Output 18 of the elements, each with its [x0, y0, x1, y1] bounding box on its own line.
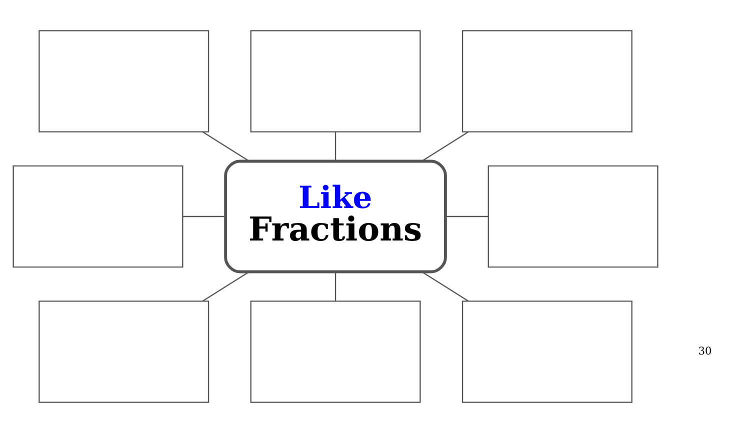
connector	[334, 132, 336, 161]
node-box	[462, 30, 632, 132]
connector	[445, 216, 488, 218]
node-box	[12, 165, 184, 268]
node-box	[250, 30, 421, 132]
node-box	[250, 300, 421, 403]
node-box	[488, 165, 658, 268]
node-box: Like Fractions	[224, 160, 447, 274]
connector	[422, 271, 469, 302]
node-box	[462, 300, 632, 403]
node-box	[38, 300, 210, 403]
connector	[422, 131, 469, 162]
node-box	[38, 30, 210, 132]
label: 30	[698, 345, 712, 358]
connector	[182, 216, 226, 218]
connector	[334, 272, 336, 302]
connector	[202, 271, 250, 302]
connector	[202, 131, 250, 162]
